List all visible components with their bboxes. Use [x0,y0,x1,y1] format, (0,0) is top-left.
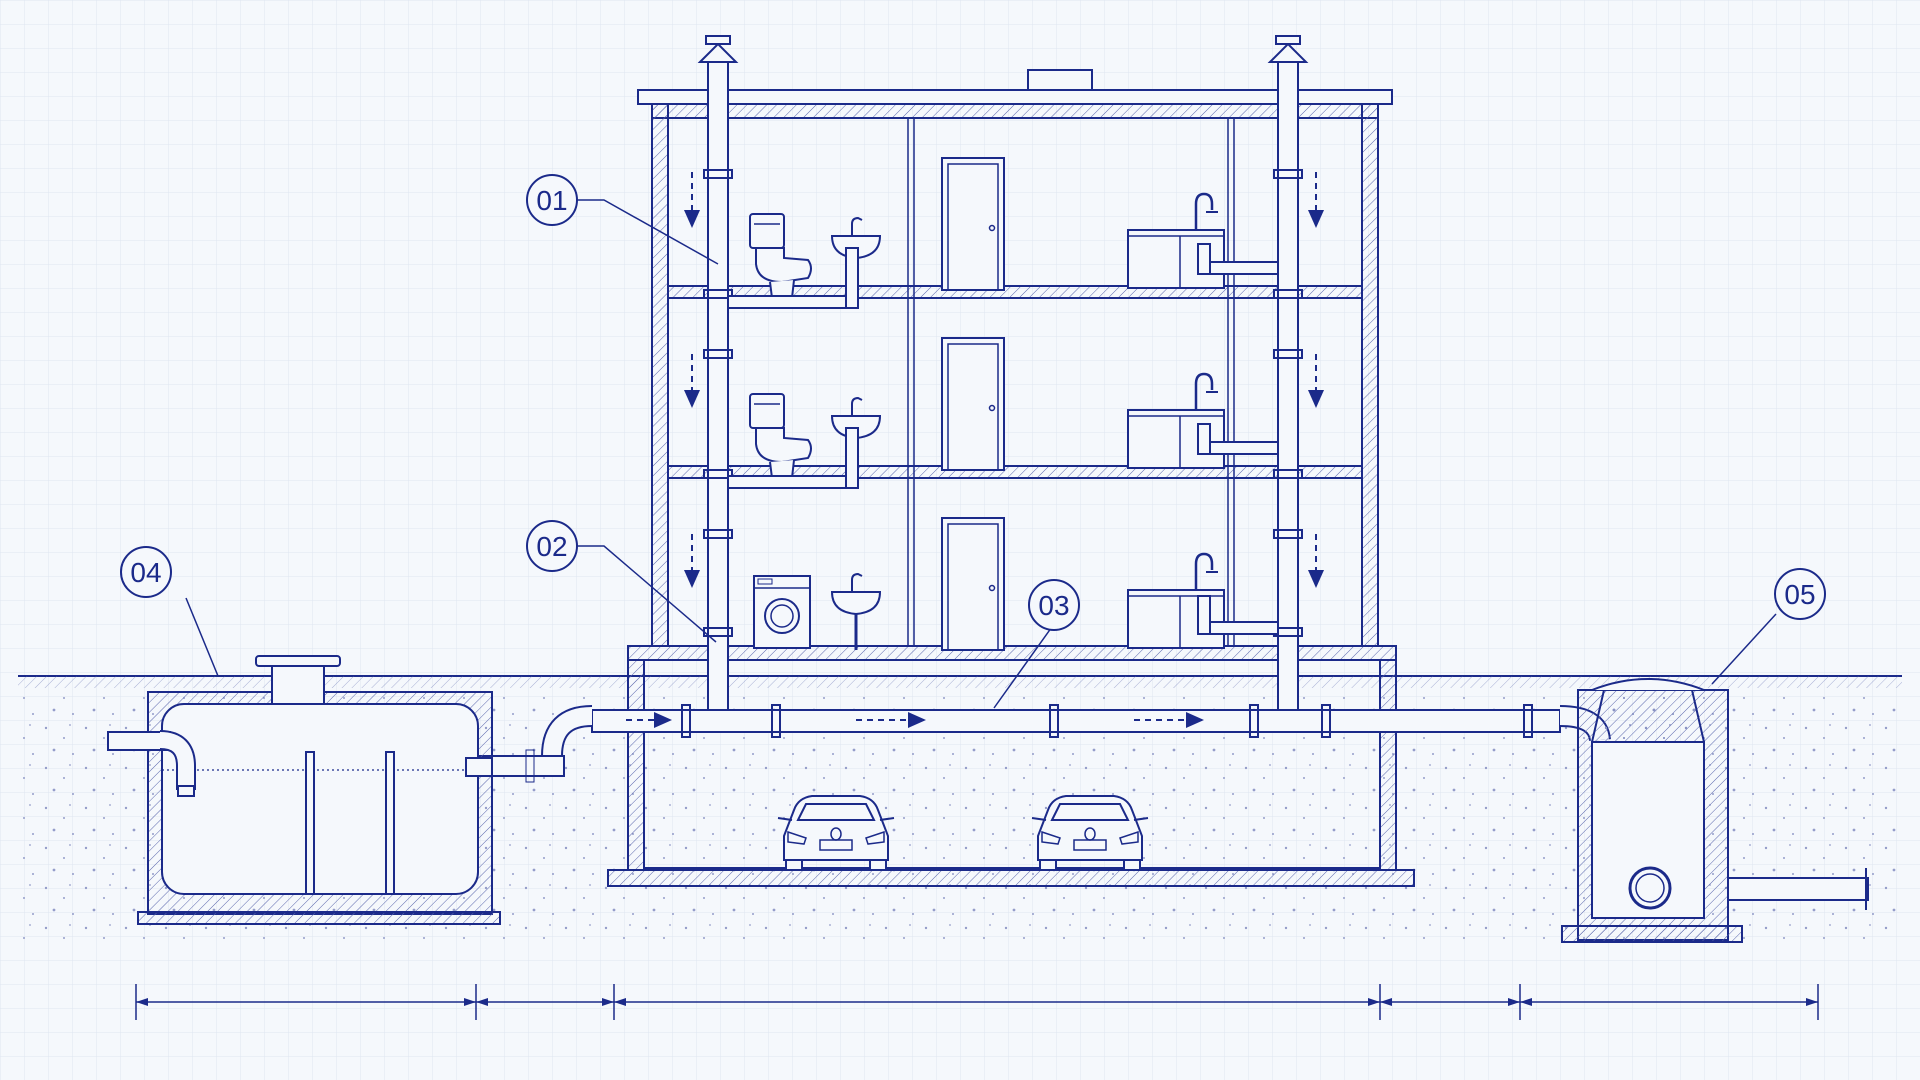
door-icon [941,157,1005,291]
vent-cap-icon [697,42,739,63]
label-05: 05 [1774,568,1826,620]
label-03: 03 [1028,579,1080,631]
dimension-lines [135,984,1819,1020]
callout-leaders [185,199,1777,709]
svg-text:05: 05 [1784,579,1815,610]
svg-text:03: 03 [1038,590,1069,621]
vent-cap-icon [1267,42,1309,63]
label-02: 02 [526,520,578,572]
svg-text:04: 04 [130,557,161,588]
car-icon [1031,795,1149,871]
label-01: 01 [526,174,578,226]
label-04: 04 [120,546,172,598]
svg-text:01: 01 [536,185,567,216]
car-icon [777,795,895,871]
washing-machine-icon [753,575,811,649]
door-icon [941,337,1005,471]
svg-text:02: 02 [536,531,567,562]
septic-tank [107,655,501,925]
inspection-well [1561,678,1869,943]
door-icon [941,517,1005,651]
